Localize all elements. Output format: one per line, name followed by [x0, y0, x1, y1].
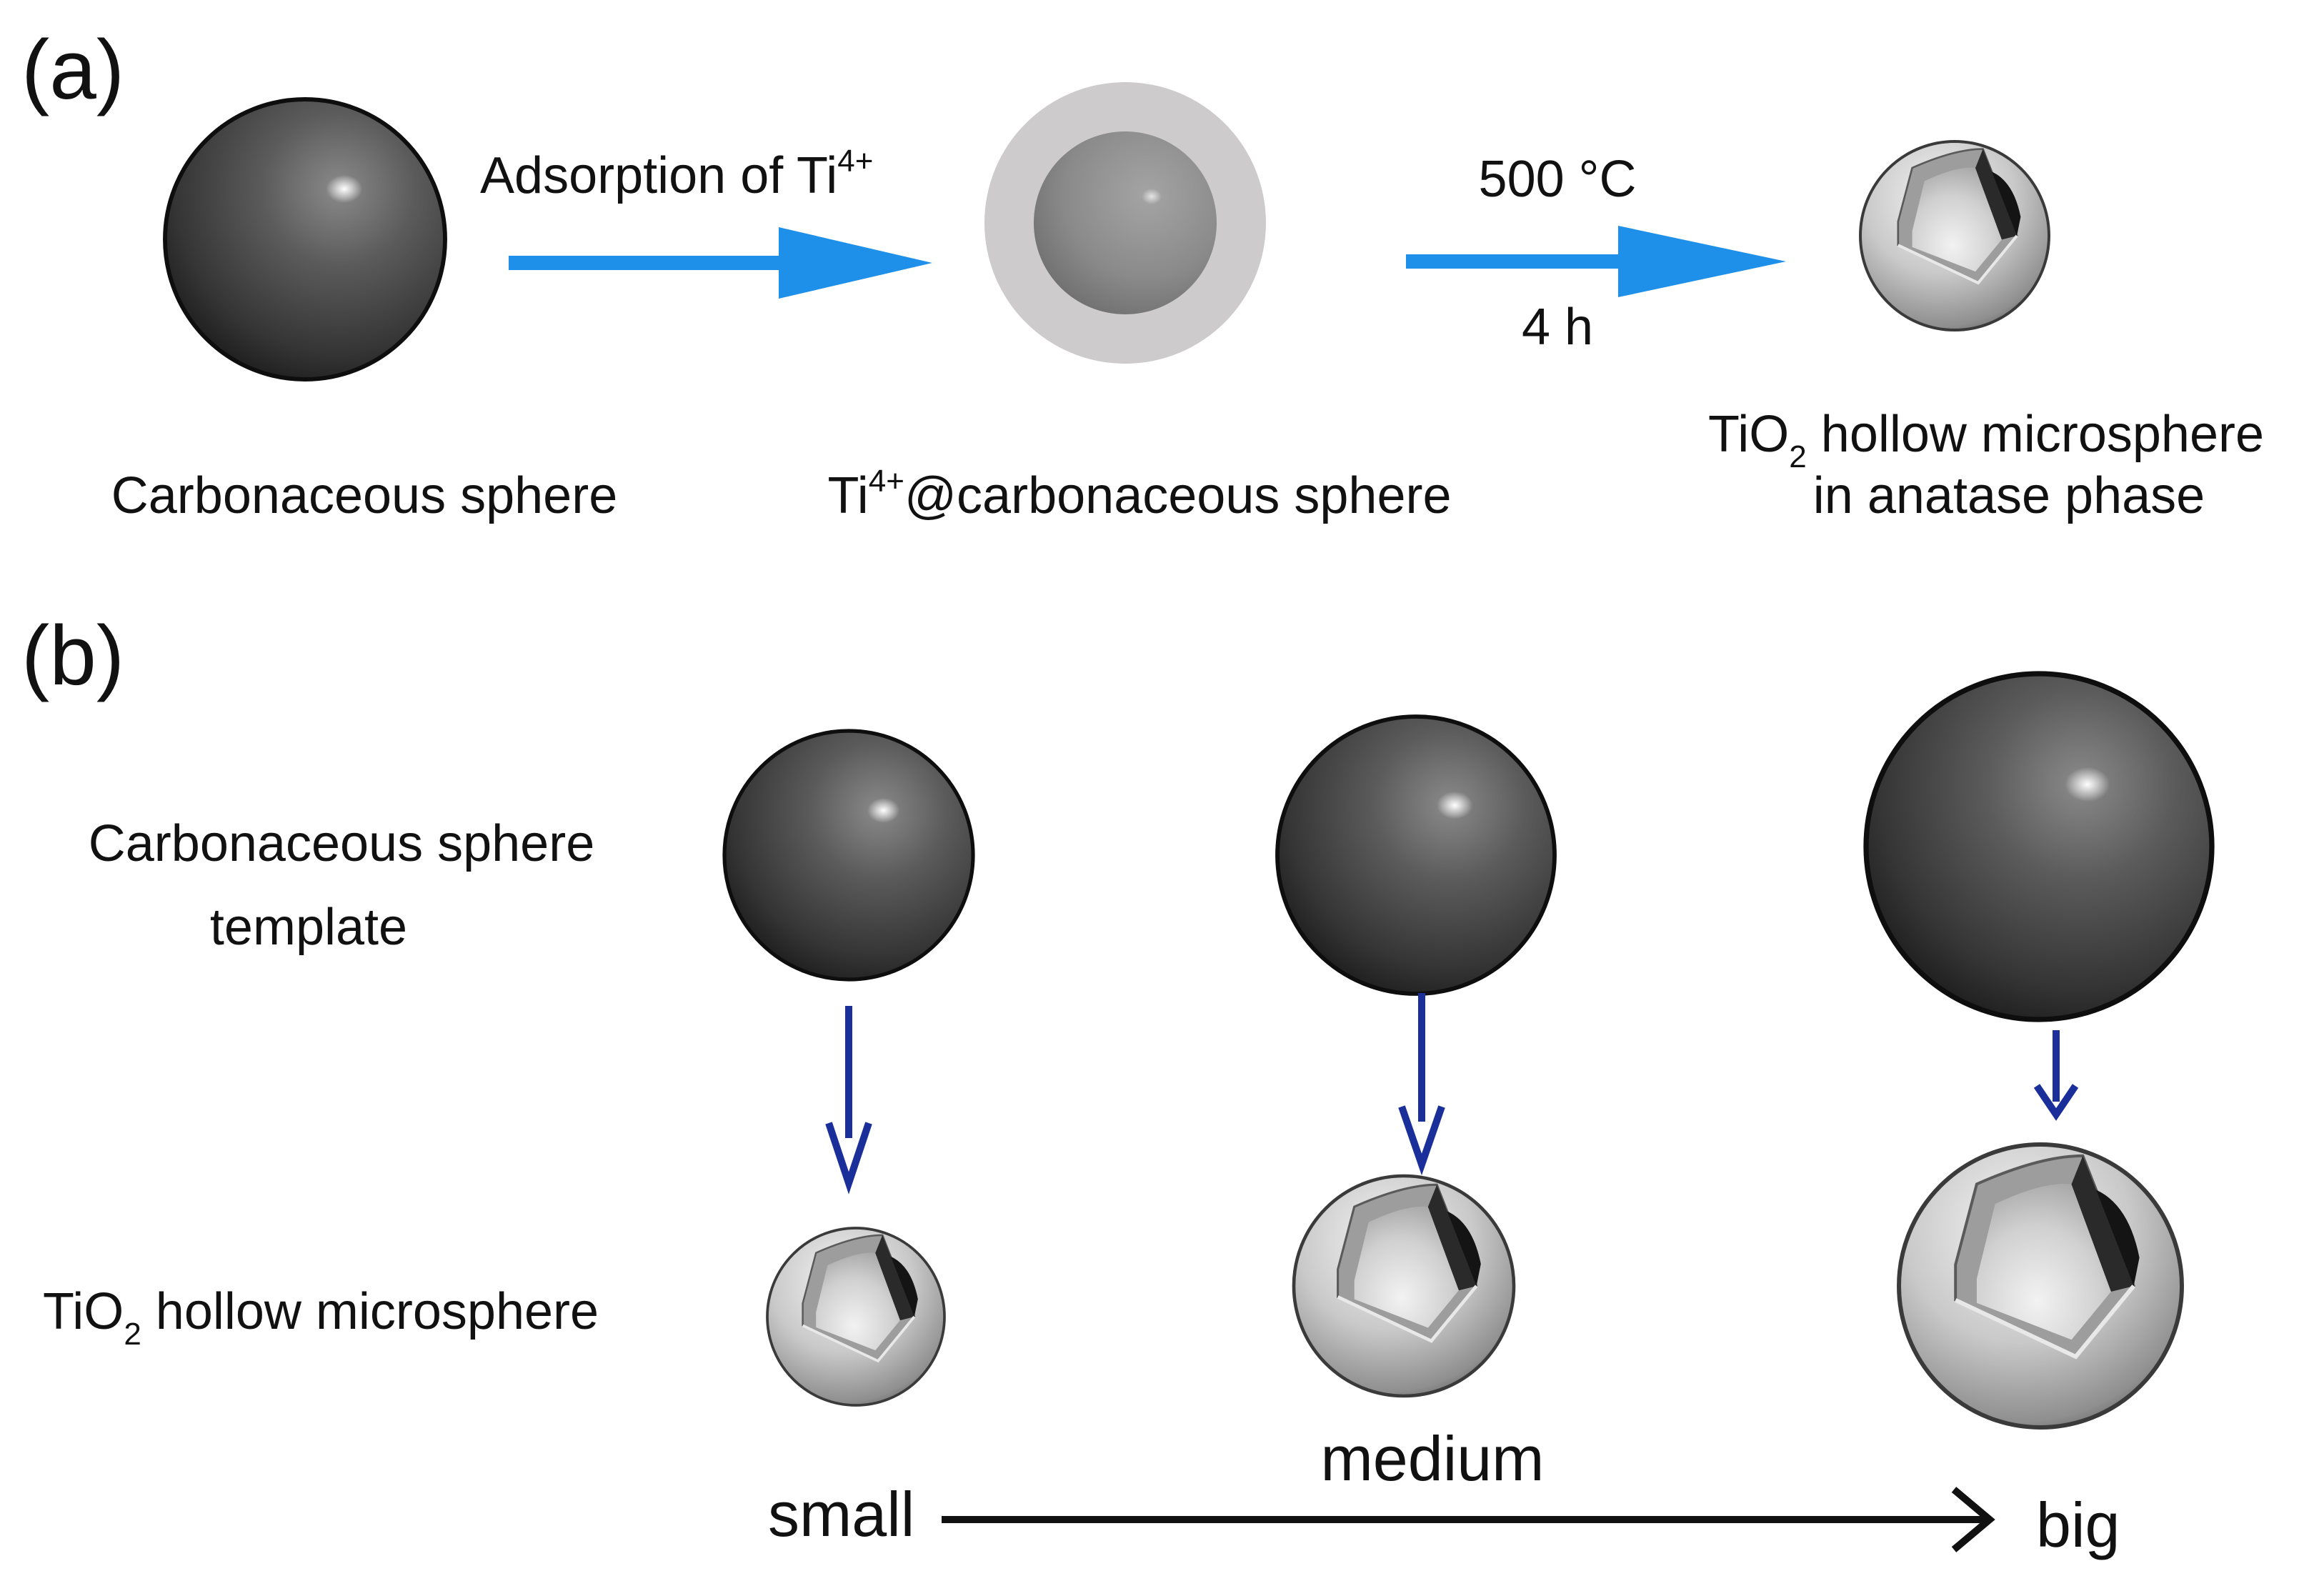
caption-coated-sphere: Ti4+@carbonaceous sphere: [827, 464, 1451, 524]
tio2-hollow-sphere-big: [1899, 1144, 2182, 1427]
size-small-label: small: [768, 1479, 914, 1550]
duration-label: 4 h: [1522, 299, 1593, 356]
caption-carbonaceous-sphere: Carbonaceous sphere: [111, 467, 617, 524]
row-label-hollow: TiO2 hollow microsphere: [43, 1283, 599, 1352]
tio2-hollow-sphere-small: [766, 1227, 946, 1407]
size-medium-label: medium: [1321, 1423, 1545, 1494]
tio2-hollow-sphere-a: [1859, 140, 2050, 331]
row-label-template-line1: Carbonaceous sphere: [89, 815, 594, 872]
down-arrow-medium: [1398, 993, 1445, 1176]
carbon-sphere-big: [1866, 674, 2212, 1019]
down-arrow-big: [2033, 1030, 2079, 1121]
size-big-label: big: [2036, 1490, 2120, 1560]
temperature-label: 500 °C: [1479, 151, 1637, 208]
carbon-sphere-small: [724, 731, 973, 979]
caption-hollow-line2: in anatase phase: [1813, 467, 2205, 524]
panel-a-label: (a): [21, 23, 124, 117]
panel-b-label: (b): [21, 609, 124, 703]
carbon-sphere-medium: [1277, 717, 1555, 994]
down-arrow-small: [825, 1006, 872, 1195]
adsorption-label: Adsorption of Ti4+: [480, 144, 873, 204]
adsorption-arrow: [509, 227, 932, 299]
size-axis-arrow: [942, 1487, 1995, 1552]
row-label-template-line2: template: [210, 899, 407, 956]
caption-hollow-line1: TiO2 hollow microsphere: [1708, 406, 2264, 474]
tio2-hollow-sphere-medium: [1294, 1176, 1514, 1396]
carbon-sphere-a: [165, 99, 445, 379]
calcination-arrow: [1406, 226, 1786, 297]
ti-coated-carbon-sphere: [984, 82, 1266, 364]
